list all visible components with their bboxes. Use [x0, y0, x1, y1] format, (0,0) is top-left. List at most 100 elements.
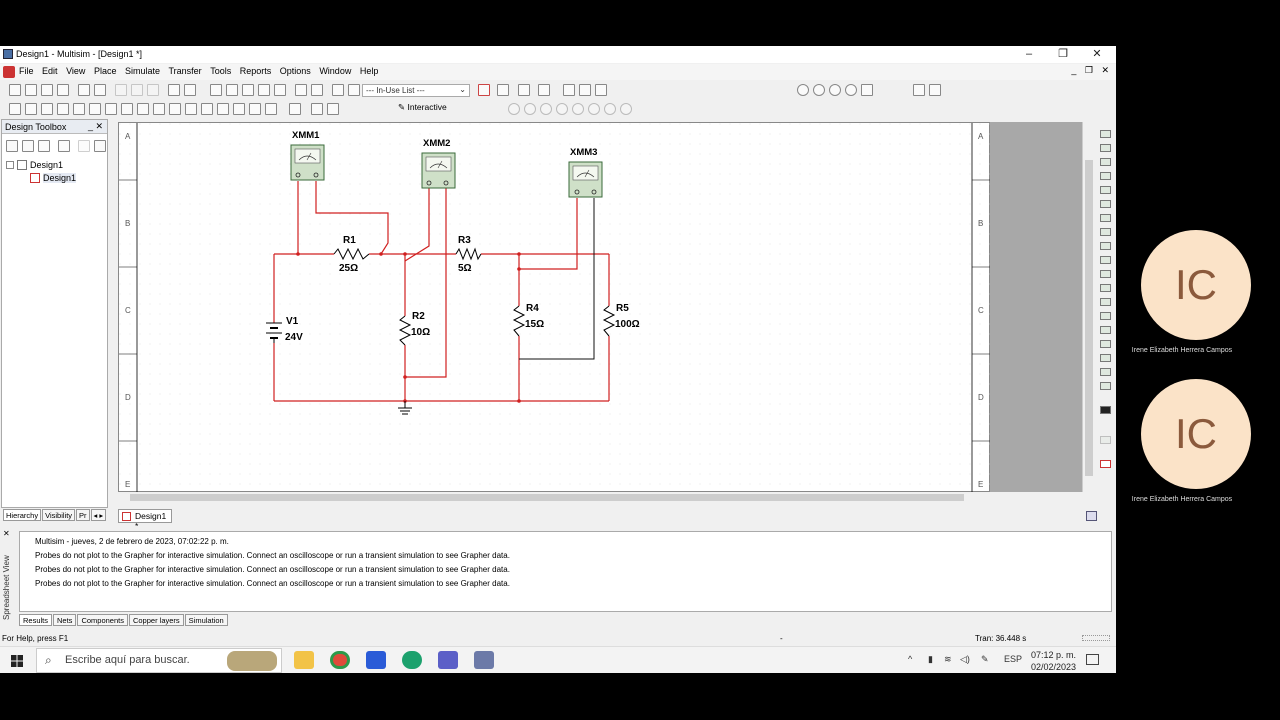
- probe-current-icon[interactable]: [524, 103, 536, 115]
- new-design-icon[interactable]: [6, 140, 18, 152]
- advanced-peripherals-icon[interactable]: [201, 103, 213, 115]
- tab-scroll-arrows[interactable]: ◂ ▸: [90, 509, 107, 521]
- menu-edit[interactable]: Edit: [42, 66, 58, 76]
- pen-icon[interactable]: ✎: [981, 654, 989, 664]
- basic-icon[interactable]: [25, 103, 37, 115]
- spreadsheet-icon[interactable]: [242, 84, 254, 96]
- horizontal-scroll-thumb[interactable]: [130, 494, 964, 501]
- menu-file[interactable]: File: [19, 66, 34, 76]
- fullscreen-icon[interactable]: [861, 84, 873, 96]
- multimeter-xmm2[interactable]: [421, 152, 456, 189]
- diode-icon[interactable]: [41, 103, 53, 115]
- ttl-icon[interactable]: [89, 103, 101, 115]
- vertical-scrollbar[interactable]: [1082, 122, 1094, 492]
- bode-plotter-icon[interactable]: [1100, 200, 1111, 208]
- oscilloscope-icon[interactable]: [1100, 172, 1111, 180]
- zoom-in-icon[interactable]: [797, 84, 809, 96]
- current-clamp-icon[interactable]: [1100, 436, 1111, 444]
- connector-icon[interactable]: [311, 103, 323, 115]
- print-preview-icon[interactable]: [94, 84, 106, 96]
- zoom-area-icon[interactable]: [829, 84, 841, 96]
- menu-place[interactable]: Place: [93, 66, 117, 76]
- multimeter-xmm1[interactable]: [290, 144, 325, 181]
- tektronix-oscilloscope-icon[interactable]: [1100, 368, 1111, 376]
- open-sample-icon[interactable]: [41, 84, 53, 96]
- transistor-icon[interactable]: [57, 103, 69, 115]
- toggle-fullscreen-icon[interactable]: [210, 84, 222, 96]
- help-icon[interactable]: [595, 84, 607, 96]
- app-blue-icon[interactable]: [366, 651, 386, 669]
- resistor-r3[interactable]: [455, 247, 482, 261]
- redo-icon[interactable]: [184, 84, 196, 96]
- align-right-icon[interactable]: [929, 84, 941, 96]
- collapse-icon[interactable]: [6, 160, 14, 169]
- hierarchical-block-icon[interactable]: [265, 103, 277, 115]
- vertical-scroll-thumb[interactable]: [1085, 160, 1093, 476]
- menu-view[interactable]: View: [66, 66, 86, 76]
- find-examples-icon[interactable]: [563, 84, 575, 96]
- teams-icon[interactable]: [438, 651, 458, 669]
- minimize-button[interactable]: –: [1025, 48, 1033, 60]
- ground-symbol[interactable]: [398, 401, 412, 415]
- schematic-canvas[interactable]: A B C D E A B C D E: [118, 122, 991, 493]
- tab-components[interactable]: Components: [77, 614, 128, 626]
- agilent-oscilloscope-icon[interactable]: [1100, 354, 1111, 362]
- new-icon[interactable]: [9, 84, 21, 96]
- copy-icon[interactable]: [131, 84, 143, 96]
- logic-analyzer-icon[interactable]: [1100, 256, 1111, 264]
- multimeter-xmm3[interactable]: [568, 161, 603, 198]
- misc-icon[interactable]: [185, 103, 197, 115]
- power-icon[interactable]: [169, 103, 181, 115]
- resistor-r4[interactable]: [512, 305, 526, 337]
- microphone-icon[interactable]: ▮: [928, 654, 933, 664]
- wattmeter-icon[interactable]: [1100, 158, 1111, 166]
- four-channel-oscilloscope-icon[interactable]: [1100, 186, 1111, 194]
- agilent-multimeter-icon[interactable]: [1100, 340, 1111, 348]
- frequency-counter-icon[interactable]: [1100, 214, 1111, 222]
- paste-icon[interactable]: [147, 84, 159, 96]
- new-subcircuit-icon[interactable]: [58, 140, 70, 152]
- file-explorer-icon[interactable]: [294, 651, 314, 669]
- bus-icon[interactable]: [289, 103, 301, 115]
- cmos-icon[interactable]: [105, 103, 117, 115]
- align-left-icon[interactable]: [913, 84, 925, 96]
- print-icon[interactable]: [78, 84, 90, 96]
- transfer-icon[interactable]: [497, 84, 509, 96]
- analog-icon[interactable]: [73, 103, 85, 115]
- close-panel-icon[interactable]: _ ✕: [87, 121, 103, 131]
- postprocessor-icon[interactable]: [311, 84, 323, 96]
- wifi-icon[interactable]: ≋: [944, 654, 952, 664]
- probe-reference-icon[interactable]: [572, 103, 584, 115]
- network-analyzer-icon[interactable]: [1100, 312, 1111, 320]
- mcu-icon[interactable]: [249, 103, 261, 115]
- save-icon[interactable]: [57, 84, 69, 96]
- component-wizard-icon[interactable]: [332, 84, 344, 96]
- tab-hierarchy[interactable]: Hierarchy: [3, 509, 42, 521]
- tab-visibility[interactable]: Visibility: [42, 509, 76, 521]
- multisim-taskbar-icon[interactable]: [474, 651, 494, 669]
- erc-icon[interactable]: [478, 84, 490, 96]
- probe-digital-icon[interactable]: [588, 103, 600, 115]
- misc-digital-icon[interactable]: [121, 103, 133, 115]
- chrome-icon[interactable]: [330, 651, 350, 669]
- ni-elvis-icon[interactable]: [1100, 406, 1111, 414]
- menu-help[interactable]: Help: [359, 66, 379, 76]
- analysis-mode-button[interactable]: ✎ Interactive: [398, 102, 447, 112]
- tree-item-root[interactable]: Design1: [6, 158, 76, 171]
- menu-tools[interactable]: Tools: [210, 66, 232, 76]
- close-button[interactable]: ✕: [1092, 48, 1102, 60]
- taskbar-search-input[interactable]: ⌕ Escribe aquí para buscar.: [36, 648, 282, 673]
- logic-converter-icon[interactable]: [1100, 242, 1111, 250]
- probe-power-icon[interactable]: [540, 103, 552, 115]
- tab-project[interactable]: Pr: [76, 509, 90, 521]
- design-toolbox-icon[interactable]: [258, 84, 270, 96]
- tab-simulation[interactable]: Simulation: [184, 614, 228, 626]
- circuit-wires[interactable]: [273, 181, 610, 402]
- zoom-out-icon[interactable]: [813, 84, 825, 96]
- electromechanical-icon[interactable]: [233, 103, 245, 115]
- back-annotate-icon[interactable]: [518, 84, 530, 96]
- source-icon[interactable]: [9, 103, 21, 115]
- grapher-icon[interactable]: [295, 84, 307, 96]
- tab-results[interactable]: Results: [19, 614, 53, 626]
- tab-copper-layers[interactable]: Copper layers: [128, 614, 184, 626]
